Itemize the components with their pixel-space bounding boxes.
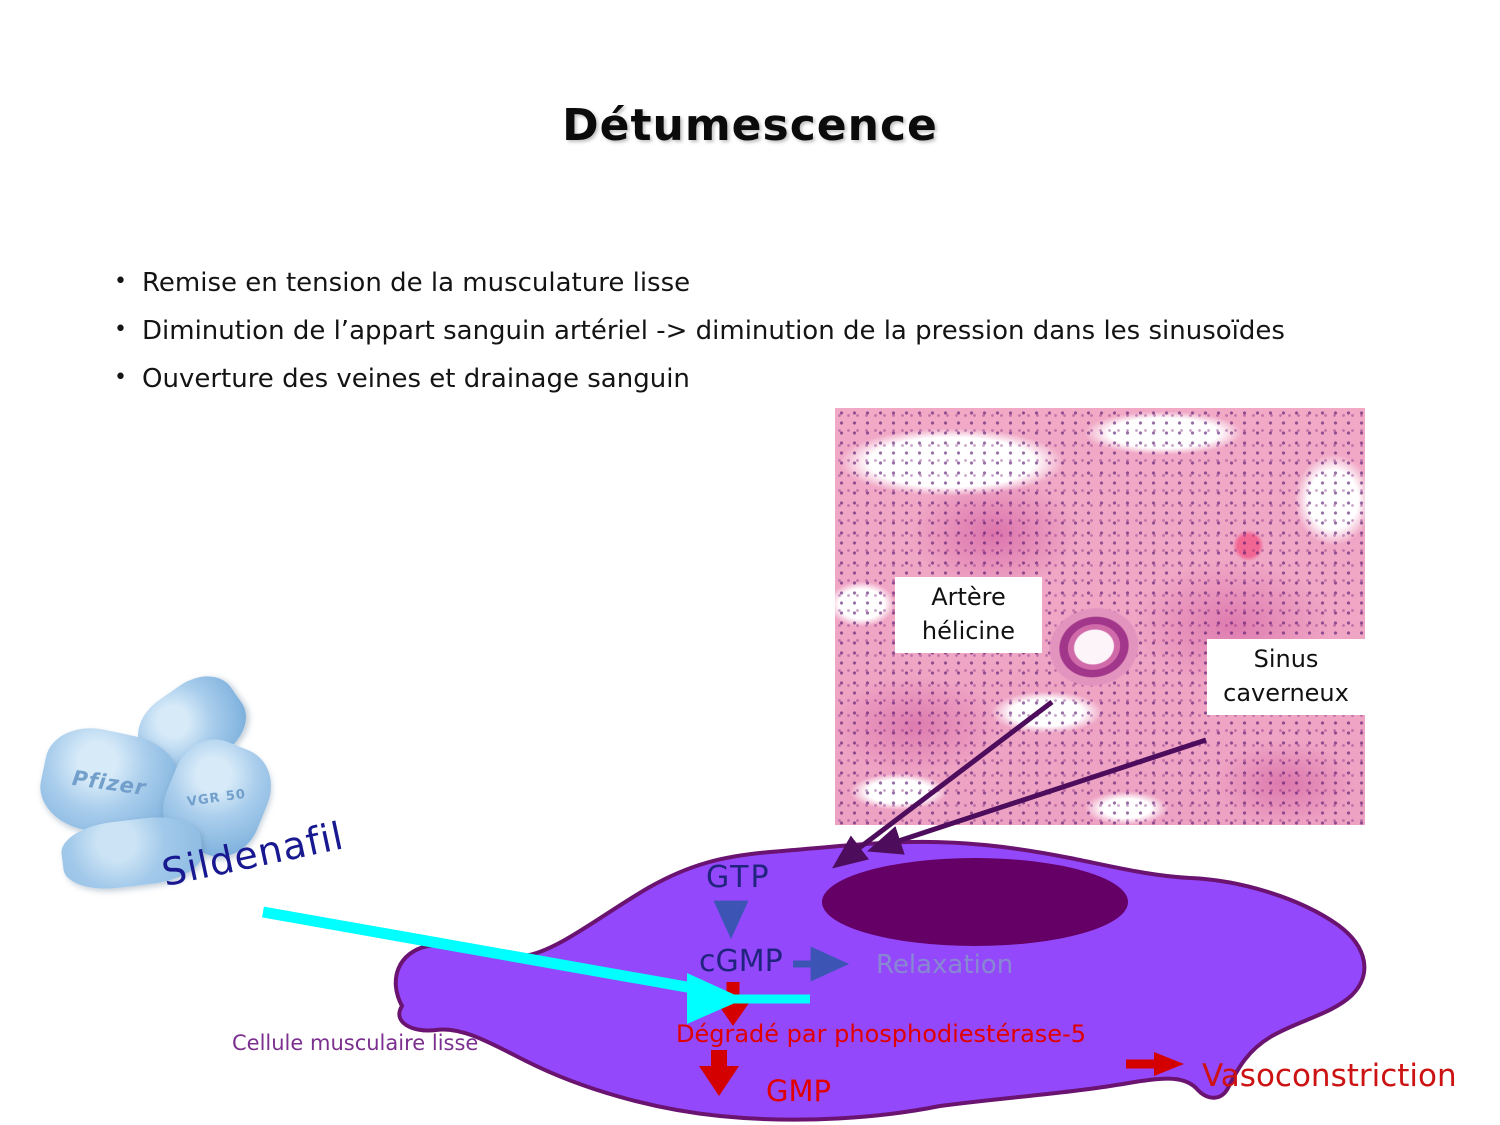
degradation-label: Dégradé par phosphodiestérase-5 [676,1020,1087,1048]
cell-nucleus [822,858,1128,946]
relaxation-label: Relaxation [876,950,1014,980]
sildenafil-arrow-shaft [262,906,699,995]
arrow-cgmp-degradation-head [717,1003,749,1026]
guide-arrow-sinus [866,737,1207,855]
bullet-item-1: Remise en tension de la musculature liss… [112,265,1302,300]
label-artere-helicine: Artère hélicine [895,577,1042,653]
bullet-item-2: Diminution de l’appart sanguin artériel … [112,313,1302,348]
sildenafil-arrow-head [687,973,744,1024]
guide-arrow-artere [832,700,1054,869]
bullet-item-3: Ouverture des veines et drainage sanguin [112,361,1302,396]
arrow-vasoconstriction-head [1154,1052,1184,1076]
pill-emboss-code: VGR 50 [186,786,248,810]
histology-micrograph: Artère hélicine Sinus caverneux [835,408,1365,825]
bullet-list: Remise en tension de la musculature liss… [112,265,1302,410]
gtp-label: GTP [706,860,771,895]
cell-type-label: Cellule musculaire lisse [232,1031,479,1055]
label-sinus-caverneux: Sinus caverneux [1207,639,1365,715]
vasoconstriction-label: Vasoconstriction [1202,1058,1457,1094]
arrow-to-gmp-head [699,1066,739,1096]
slide-title: Détumescence [562,100,938,151]
gmp-label: GMP [766,1074,831,1108]
cgmp-label: cGMP [699,944,783,979]
pill-emboss-brand: Pfizer [70,765,149,801]
